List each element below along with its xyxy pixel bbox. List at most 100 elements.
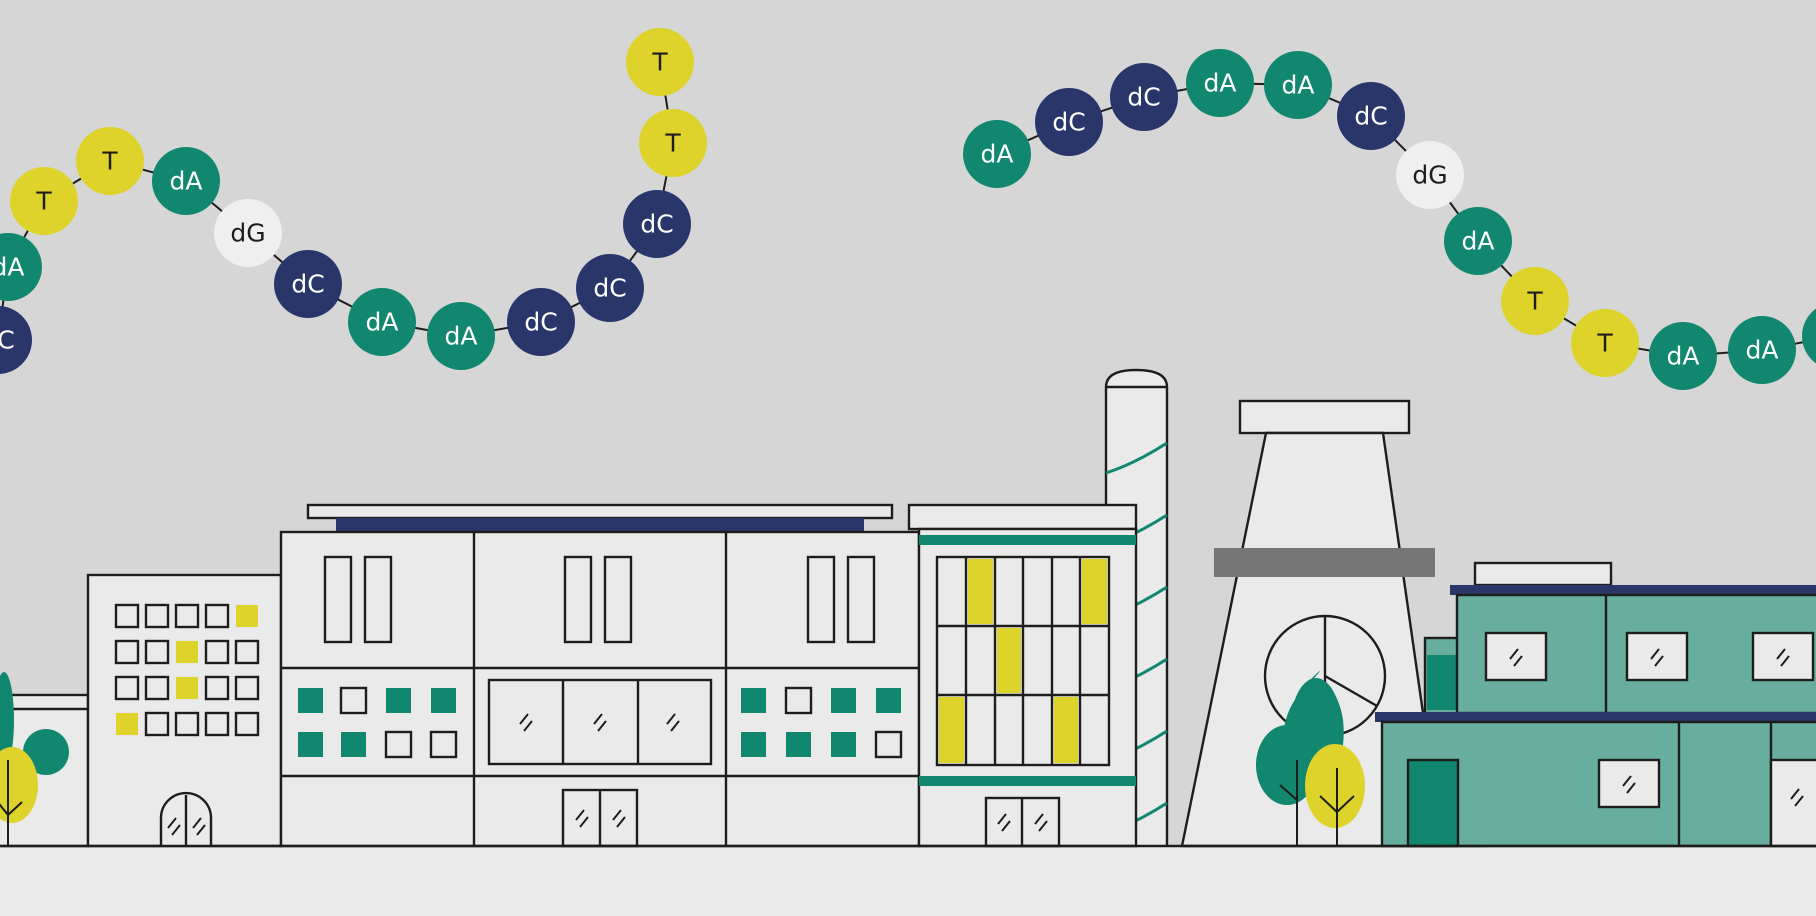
nucleotide: dG (214, 199, 282, 267)
window (204, 603, 230, 629)
window (234, 675, 260, 701)
nucleotide: dC (1337, 82, 1405, 150)
window-glint (1513, 655, 1523, 667)
nucleotide-circle (1444, 207, 1512, 275)
nucleotide-label: dC (1127, 83, 1160, 112)
lab-stripe (919, 776, 1136, 786)
nucleotide: dG (1396, 141, 1464, 209)
nucleotide-label: dA (366, 308, 399, 337)
nucleotide: dC (576, 254, 644, 322)
window-glint (523, 720, 533, 732)
window (874, 730, 903, 759)
nucleotide-circle (0, 306, 32, 374)
teal-door (1408, 760, 1458, 846)
green-window (741, 688, 766, 713)
chimney-stripe (1105, 441, 1168, 475)
nucleotide-circle (274, 250, 342, 318)
window (174, 603, 200, 629)
nucleotide-label: dC (0, 326, 15, 355)
window-glint (196, 824, 206, 836)
window (429, 730, 458, 759)
large-window (487, 678, 713, 766)
tree-canopy (0, 672, 14, 768)
lit-window (997, 628, 1021, 693)
nucleotide-circle (427, 302, 495, 370)
nucleotide-label: dA (445, 322, 478, 351)
nucleotide-circle (1264, 51, 1332, 119)
nucleotide: T (639, 109, 707, 177)
dna-strands: dCdATTdAdGdCdAdAdCdCdCTTdAdCdCdAdAdCdGdA… (0, 28, 1816, 390)
teal-roof-trim (1450, 585, 1816, 595)
tall-window (323, 555, 353, 644)
window-glint (1776, 648, 1786, 660)
nucleotide-label: dC (1052, 108, 1085, 137)
nucleotide: dA (1649, 322, 1717, 390)
window-glint (579, 816, 589, 828)
nucleotide-label: T (1596, 329, 1613, 358)
nucleotide-circle (214, 199, 282, 267)
window (144, 711, 170, 737)
window-glint (519, 713, 529, 725)
window-glint (575, 809, 585, 821)
window-glint (666, 713, 676, 725)
lit-window (176, 641, 198, 663)
nucleotide: T (76, 127, 144, 195)
window-glint (597, 720, 607, 732)
window-glint (1654, 655, 1664, 667)
window-glint (171, 824, 181, 836)
nucleotide: dA (1186, 49, 1254, 117)
nucleotide-circle (1728, 316, 1796, 384)
nucleotide-label: dC (640, 210, 673, 239)
green-window (298, 688, 323, 713)
green-window (341, 732, 366, 757)
window-glint (1038, 820, 1048, 832)
nucleotide-circle (1110, 63, 1178, 131)
nucleotide-circle (1649, 322, 1717, 390)
nucleotide-label: dA (1667, 342, 1700, 371)
roof-cap (306, 503, 894, 520)
tree-branch (1319, 795, 1338, 813)
nucleotide: dA (963, 120, 1031, 188)
green-window (831, 732, 856, 757)
ground (0, 846, 1816, 916)
nucleotide: dA (427, 302, 495, 370)
tree-branch (1336, 795, 1355, 813)
window (1484, 631, 1548, 682)
nucleotide-label: dC (593, 274, 626, 303)
tower-band (1214, 548, 1435, 577)
nucleotide: dA (1728, 316, 1796, 384)
nucleotide-label: dA (170, 167, 203, 196)
window (114, 639, 140, 665)
nucleotide: dA (1264, 51, 1332, 119)
window (144, 639, 170, 665)
green-window (831, 688, 856, 713)
lit-window (236, 605, 258, 627)
window-glint (1509, 648, 1519, 660)
right-dna-strand: dAdCdCdAdAdCdGdATTdAdAdA (963, 49, 1816, 390)
window (144, 675, 170, 701)
window (339, 686, 368, 715)
nucleotide: dC (274, 250, 342, 318)
lit-window (1082, 559, 1107, 624)
nucleotide-circle (10, 167, 78, 235)
nucleotide-label: T (101, 147, 118, 176)
nucleotide-circle (0, 233, 42, 301)
nucleotide-label: T (651, 48, 668, 77)
teal-floor-trim (1375, 712, 1816, 722)
nucleotide-label: dA (0, 253, 24, 282)
nucleotide-label: dG (1412, 161, 1447, 190)
nucleotide-label: T (664, 129, 681, 158)
nucleotide-circle (152, 147, 220, 215)
window (1751, 631, 1815, 682)
window (234, 711, 260, 737)
nucleotide: dA (152, 147, 220, 215)
nucleotide: dC (507, 288, 575, 356)
tree-canopy-yellow (0, 747, 38, 823)
nucleotide-circle (1501, 267, 1569, 335)
tall-window (363, 555, 393, 644)
nucleotide: dC (0, 306, 32, 374)
nucleotide-label: dC (291, 270, 324, 299)
nucleotide-label: T (1526, 287, 1543, 316)
green-window (786, 732, 811, 757)
